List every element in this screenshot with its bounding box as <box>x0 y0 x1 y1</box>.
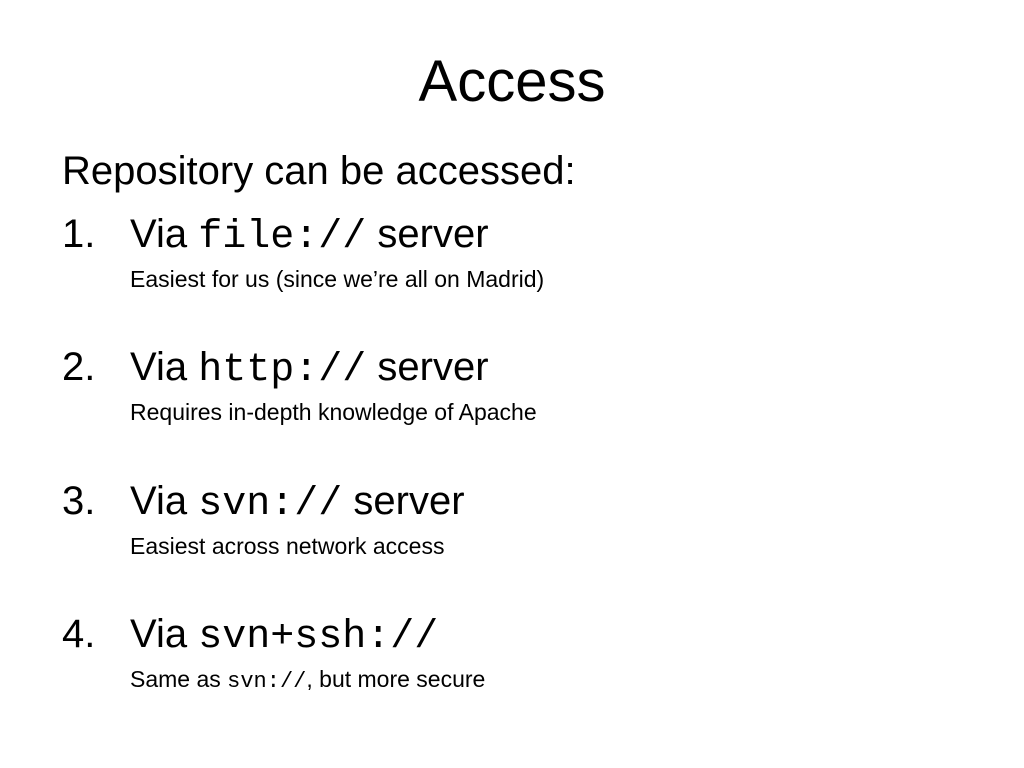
slide-intro: Repository can be accessed: <box>62 149 576 193</box>
list-item-text: Via file:// server <box>130 210 489 262</box>
protocol-code: http:// <box>198 348 367 393</box>
protocol-code: svn:// <box>198 482 343 527</box>
list-item-heading: 3. Via svn:// server <box>62 477 962 527</box>
list-item-prefix: Via <box>130 345 188 389</box>
detail-code: svn:// <box>227 669 307 694</box>
list-item: 2. Via http:// server Requires in-depth … <box>62 343 962 427</box>
list-item-detail: Easiest for us (since we’re all on Madri… <box>130 266 545 292</box>
list-item-number: 4. <box>62 612 96 656</box>
list-item-text: Via svn+ssh:// <box>130 610 438 662</box>
detail-prefix: Same as <box>130 666 221 692</box>
protocol-code: svn+ssh:// <box>198 615 439 660</box>
list-item-prefix: Via <box>130 612 188 656</box>
list-item-suffix: server <box>353 479 465 523</box>
list-item-number: 3. <box>62 479 96 523</box>
list-item: 3. Via svn:// server Easiest across netw… <box>62 477 962 561</box>
list-item-detail: Easiest across network access <box>130 533 445 559</box>
list-item-text: Via svn:// server <box>130 477 465 529</box>
list-item-text: Via http:// server <box>130 343 489 395</box>
detail-suffix: , but more secure <box>306 666 486 692</box>
list-item-heading: 1. Via file:// server <box>62 210 962 260</box>
list-item-number: 2. <box>62 345 96 389</box>
list-item-suffix: server <box>377 212 489 256</box>
list-item-detail: Requires in-depth knowledge of Apache <box>130 399 537 425</box>
list-item-number: 1. <box>62 212 96 256</box>
protocol-code: file:// <box>198 215 367 260</box>
list-item-heading: 4. Via svn+ssh:// <box>62 610 962 660</box>
list-item-detail: Same as svn://, but more secure <box>130 664 962 697</box>
slide-title: Access <box>418 49 606 114</box>
list-item-prefix: Via <box>130 479 188 523</box>
list-item-heading: 2. Via http:// server <box>62 343 962 393</box>
list-item-prefix: Via <box>130 212 188 256</box>
list-item: 1. Via file:// server Easiest for us (si… <box>62 210 962 294</box>
list-item-suffix: server <box>377 345 489 389</box>
list-item: 4. Via svn+ssh:// Same as svn://, but mo… <box>62 610 962 697</box>
